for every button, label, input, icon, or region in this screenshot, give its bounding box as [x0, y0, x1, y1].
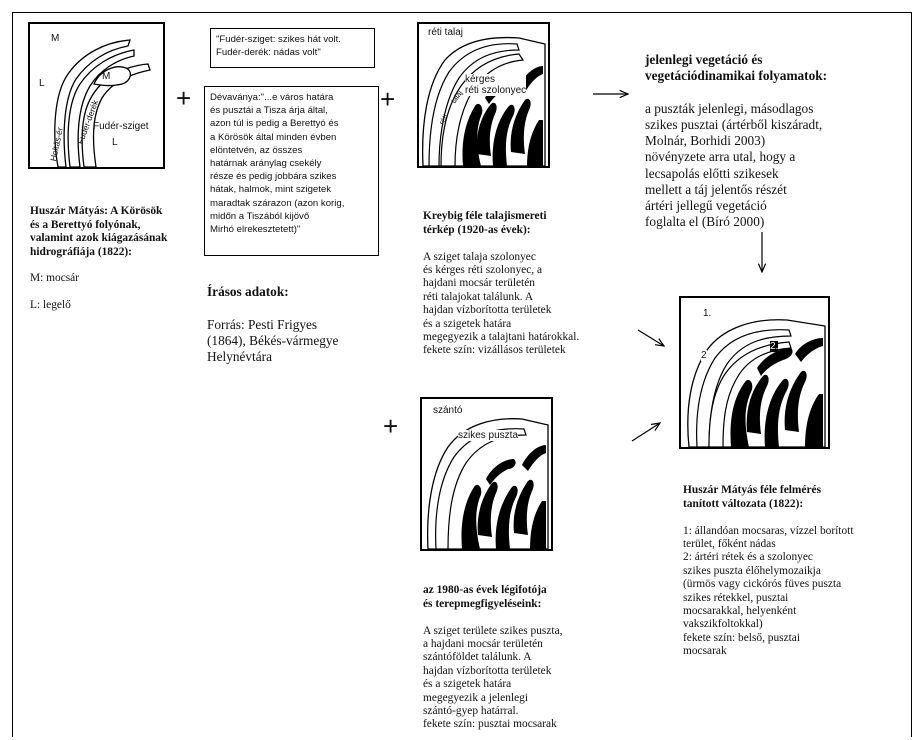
map-taught-version-drawing — [687, 319, 826, 448]
map3-label-szikes-puszta: szikes puszta — [458, 430, 519, 441]
caption-taught-version-body: 1: állandóan mocsaras, vízzel borított t… — [683, 524, 854, 658]
map2-label-reti-talaj: réti talaj — [428, 27, 464, 38]
map-huszar-1822-drawing — [54, 39, 151, 168]
map1-label-l-island: L — [112, 137, 118, 148]
map4-label-1: 1. — [703, 308, 712, 319]
caption-written-sources: Írásos adatok: Forrás: Pesti Frigyes (18… — [207, 268, 397, 365]
caption-taught-version: Huszár Mátyás féle felmérés tanított vál… — [683, 471, 913, 659]
map1-label-m-top: M — [51, 33, 60, 44]
map-kreybig: réti talaj kérges réti szolonyec réti ta… — [417, 22, 550, 168]
map4-label-2-left: 2 — [701, 350, 707, 361]
plus-sign-2: + — [380, 84, 396, 114]
vegetation-text: jelenlegi vegetáció és vegetációdinamika… — [645, 36, 910, 230]
caption-aerial-1980s: az 1980-as évek légifotója és terepmegfi… — [423, 571, 643, 732]
quote-fuder: "Fudér-sziget: szikes hát volt. Fudér-de… — [210, 28, 375, 68]
caption-huszar-1822-legend-m: M: mocsár — [30, 272, 80, 285]
map-aerial-1980s: szántó szikes puszta — [420, 397, 553, 551]
map1-label-island: Fudér-sziget — [93, 121, 149, 132]
map2-label-kerges: kérges réti szolonyec — [465, 74, 527, 96]
map4-label-2-inner: 2. — [770, 341, 779, 352]
vegetation-body: a puszták jelenlegi, másodlagos szikes p… — [645, 100, 823, 230]
caption-huszar-1822-title: Huszár Mátyás: A Körösök és a Berettyó f… — [30, 205, 168, 258]
map3-label-szanto: szántó — [433, 405, 463, 416]
map-taught-version: 1. 2. 2 — [679, 296, 830, 449]
caption-written-sources-title: Írásos adatok: — [207, 284, 289, 300]
arrow-kreybig-to-final-map — [637, 329, 664, 346]
caption-written-sources-body: Forrás: Pesti Frigyes (1864), Békés-várm… — [207, 316, 339, 365]
caption-kreybig-body: A sziget talaja szolonyec és kérges réti… — [423, 250, 580, 357]
caption-huszar-1822-legend-l: L: legelő — [30, 299, 71, 312]
caption-aerial-1980s-title: az 1980-as évek légifotója és terepmegfi… — [423, 584, 547, 610]
map1-label-m-inner: M — [102, 71, 111, 82]
map-huszar-1822: M L M Fudér-sziget L Holtás-ér Fudér-der… — [28, 22, 165, 169]
vegetation-title: jelenlegi vegetáció és vegetációdinamika… — [645, 52, 828, 84]
caption-aerial-1980s-body: A sziget területe szikes puszta, a hajda… — [423, 624, 563, 731]
map1-label-l-left: L — [39, 78, 45, 89]
caption-kreybig: Kreybig féle talajismereti térkép (1920-… — [423, 197, 653, 358]
page-frame — [12, 12, 912, 737]
arrow-aerial-to-final-map — [631, 423, 660, 442]
map-kreybig-drawing — [422, 36, 546, 167]
caption-taught-version-title: Huszár Mátyás féle felmérés tanított vál… — [683, 484, 822, 510]
plus-sign-1: + — [176, 83, 192, 113]
caption-kreybig-title: Kreybig féle talajismereti térkép (1920-… — [423, 210, 547, 236]
map-aerial-1980s-drawing — [427, 418, 549, 550]
caption-huszar-1822: Huszár Mátyás: A Körösök és a Berettyó f… — [30, 192, 210, 313]
plus-sign-3: + — [383, 411, 399, 441]
quote-devavanya: Dévaványa:"...e város határa és pusztái … — [204, 86, 379, 256]
